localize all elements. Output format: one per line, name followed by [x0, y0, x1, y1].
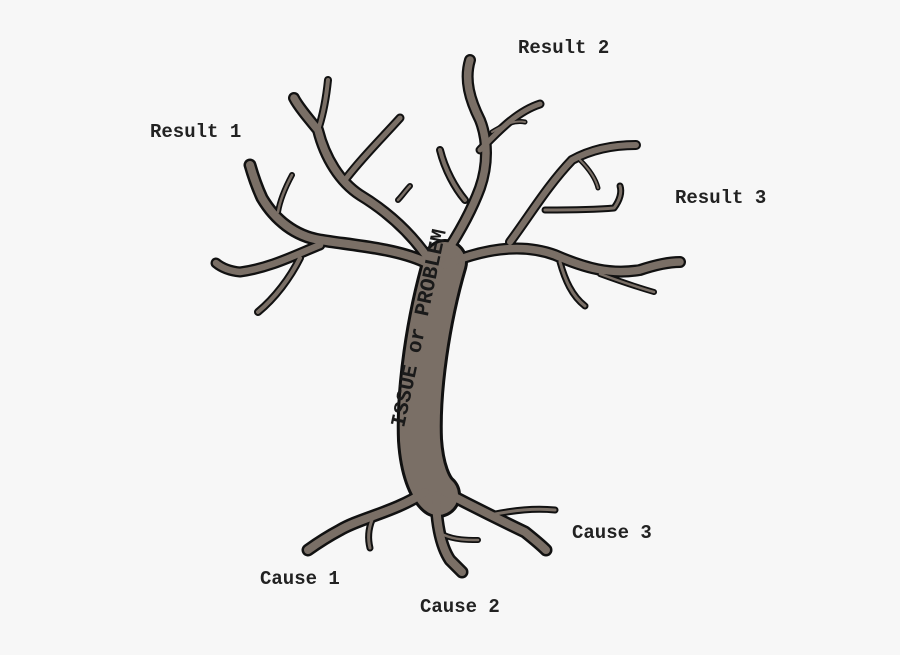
cause-2-label: Cause 2	[420, 596, 500, 618]
cause-1-label: Cause 1	[260, 568, 340, 590]
result-2-label: Result 2	[518, 37, 610, 59]
tree-fill	[212, 56, 684, 576]
result-3-label: Result 3	[675, 187, 767, 209]
result-1-label: Result 1	[150, 121, 242, 143]
cause-3-label: Cause 3	[572, 522, 652, 544]
